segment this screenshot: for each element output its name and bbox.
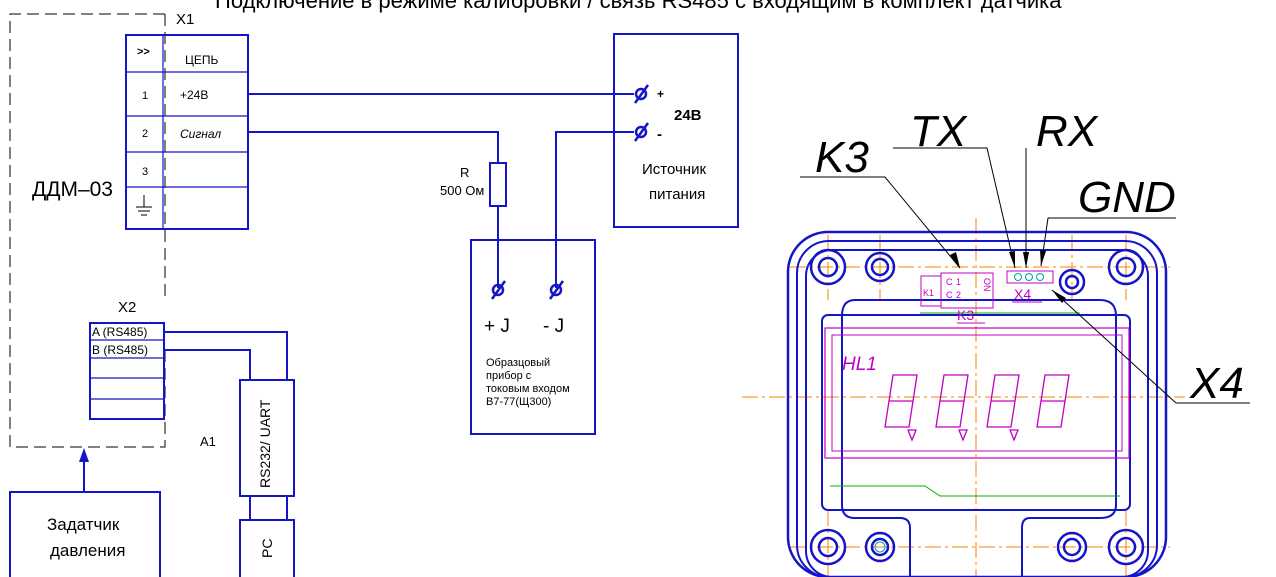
callout-leaders: [800, 147, 1250, 404]
callout-gnd: GND: [1078, 173, 1176, 222]
x4-board-label: X4: [1014, 286, 1031, 302]
ground-icon: [136, 195, 152, 216]
meter-plus-terminal-icon: [490, 280, 507, 300]
x1-header-circuit: ЦЕПЬ: [185, 53, 219, 67]
x2-label: X2: [118, 299, 136, 316]
resistor-value: 500 Ом: [440, 183, 484, 198]
on-label: ON: [982, 278, 992, 292]
wire-psu-minus: [555, 131, 634, 288]
x2-terminal-block: A (RS485) B (RS485): [89, 322, 165, 420]
pc-box: [239, 519, 295, 577]
meter-plus-label: + J: [484, 316, 510, 337]
meter-minus-label: - J: [543, 316, 564, 337]
meter-minus-terminal-icon: [548, 280, 565, 300]
converter-box: [239, 379, 295, 497]
ddm-enclosure: [9, 13, 166, 448]
pressure-setter-line1: Задатчик: [47, 515, 120, 534]
x1-row2-name: Сигнал: [180, 127, 221, 141]
hl1-label: HL1: [842, 354, 877, 375]
psu-label-line1: Источник: [642, 161, 706, 178]
x1-row2-num: 2: [142, 128, 148, 140]
callout-arrowheads-icon: [950, 250, 1066, 303]
x2-row-b: B (RS485): [92, 343, 148, 357]
page-title: Подключение в режиме калибровки / связь …: [215, 0, 1062, 13]
psu-minus-terminal-icon: [633, 122, 650, 142]
setter-arrow-head-icon: [79, 448, 89, 462]
resistor-label: R: [460, 165, 469, 180]
k1-label: K1: [923, 288, 934, 298]
x1-header-arrows: >>: [137, 46, 150, 58]
x2-row-a: A (RS485): [92, 325, 147, 339]
pcb-drawing: HL1 K1 C 1 C 2 ON K3 X4: [742, 218, 1185, 577]
meter-desc-4: В7-77(Щ300): [486, 396, 551, 408]
pressure-setter-box: [9, 491, 161, 577]
x1-row3-num: 3: [142, 166, 148, 178]
psu-voltage: 24В: [674, 107, 702, 124]
wire-rs485-b: [164, 349, 251, 380]
wire-signal: [248, 131, 499, 163]
meter-desc-2: прибор с: [486, 370, 532, 382]
meter-desc-1: Образцовый: [486, 357, 550, 369]
pc-label: PC: [259, 539, 275, 558]
x1-row1-num: 1: [142, 90, 148, 102]
svg-text:C: C: [946, 277, 953, 287]
psu-label-line2: питания: [649, 186, 705, 203]
jumper-k3-icon: C 1 C 2: [946, 277, 961, 300]
x1-terminal-block: >> ЦЕПЬ 1 +24В 2 Сигнал 3: [125, 34, 249, 230]
callout-rx: RX: [1036, 107, 1099, 156]
svg-text:1: 1: [956, 277, 961, 287]
x1-label: X1: [176, 11, 194, 28]
a1-label: A1: [200, 434, 216, 449]
ddm-label: ДДМ–03: [32, 178, 113, 201]
pressure-setter-line2: давления: [50, 541, 125, 560]
resistor: [489, 162, 507, 207]
callout-k3: K3: [815, 133, 869, 182]
callout-tx: TX: [910, 107, 968, 156]
svg-text:C: C: [946, 290, 953, 300]
reference-meter-box: [470, 239, 596, 435]
k3-board-label: K3: [957, 307, 974, 323]
meter-desc-3: токовым входом: [486, 383, 570, 395]
psu-minus-label: -: [657, 126, 662, 143]
psu-plus-label: +: [657, 87, 664, 101]
x1-row1-name: +24В: [180, 88, 208, 102]
psu-plus-terminal-icon: [633, 84, 650, 104]
seven-segment-digits: [884, 374, 1070, 442]
power-supply-box: [613, 33, 739, 228]
svg-text:2: 2: [956, 290, 961, 300]
converter-label: RS232/ UART: [257, 399, 273, 488]
callout-x4: X4: [1189, 359, 1244, 408]
